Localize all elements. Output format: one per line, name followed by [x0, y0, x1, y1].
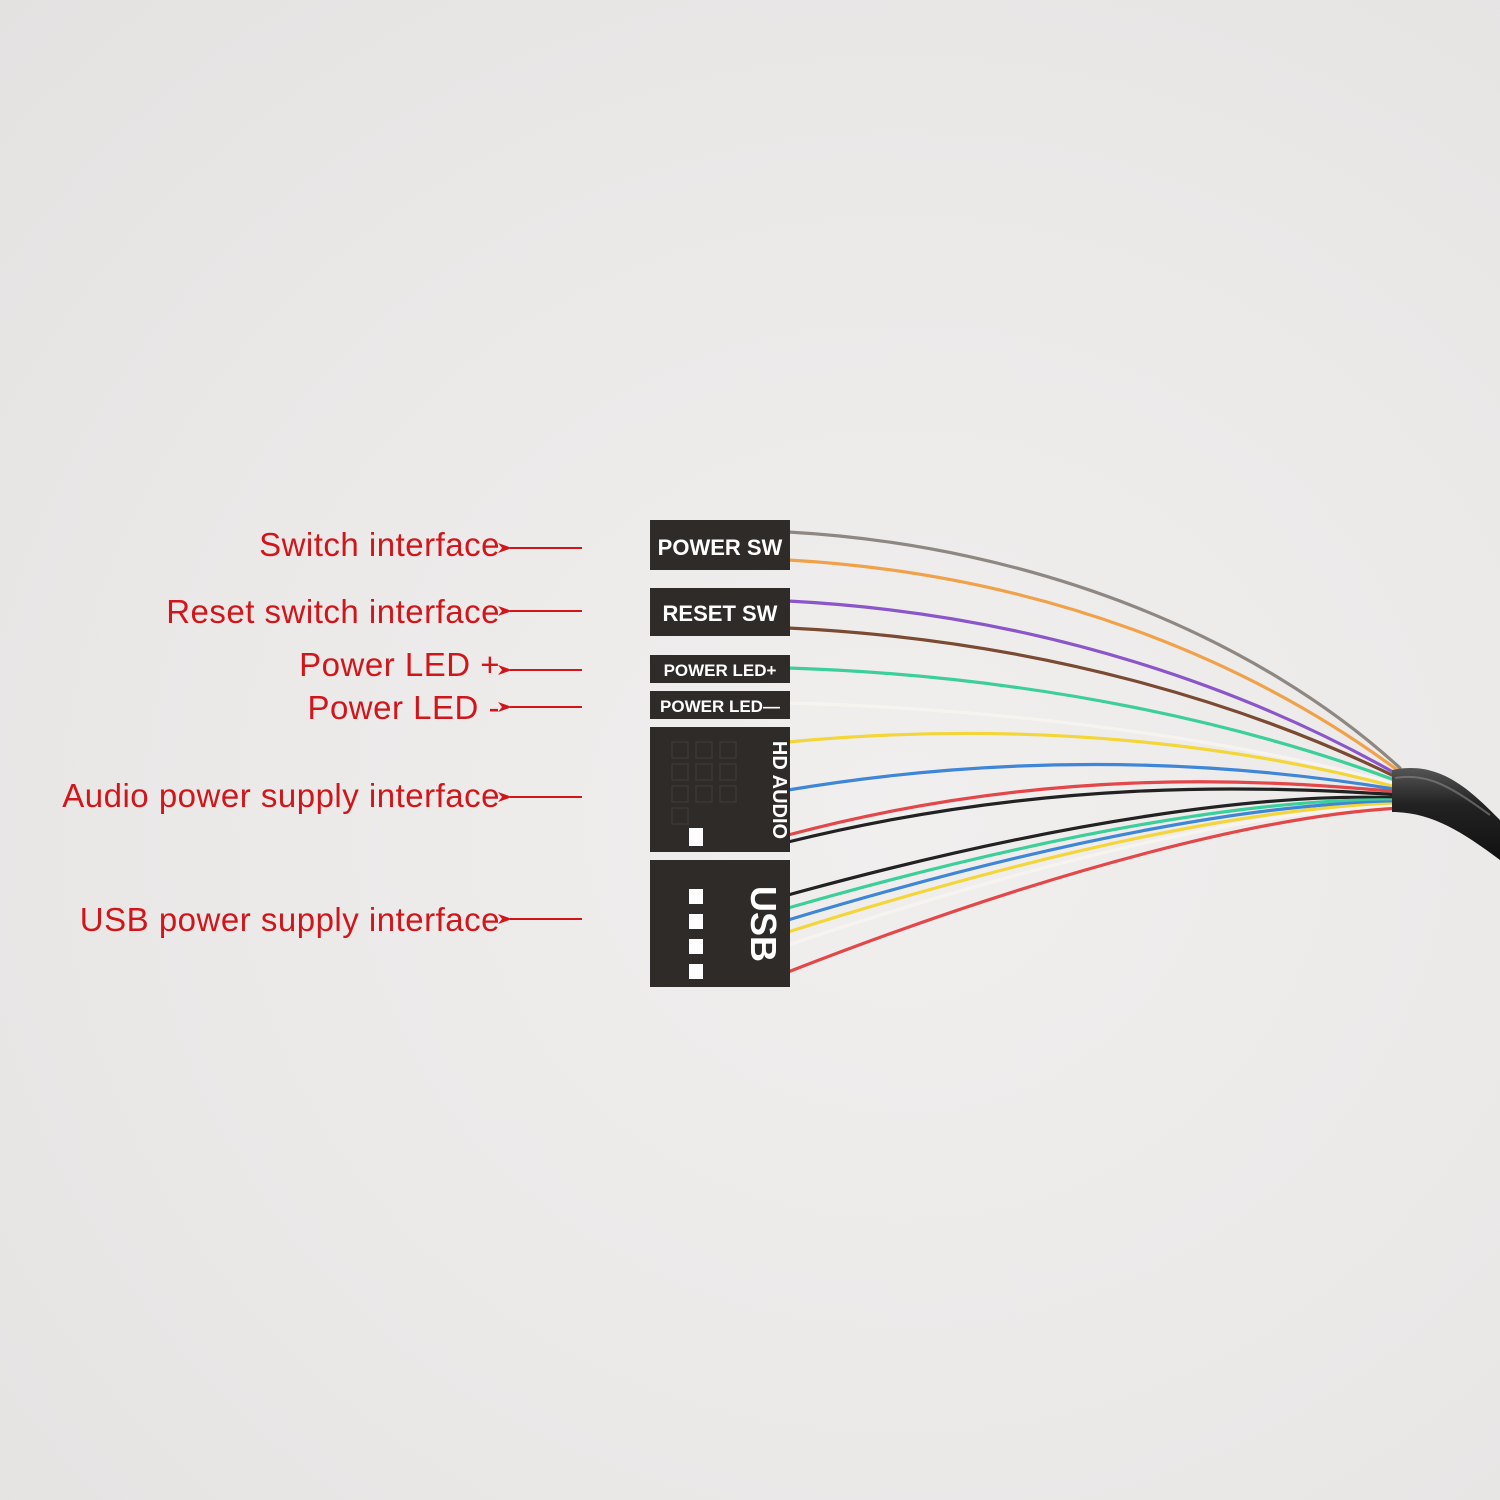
- label-text-usb: USB power supply interface: [80, 901, 500, 938]
- wire-yellow-usb: [786, 802, 1402, 934]
- label-text-hd-audio: Audio power supply interface: [62, 777, 500, 814]
- connector-usb: USB: [650, 860, 790, 987]
- wire-blue-audio: [786, 762, 1402, 792]
- label-reset-sw: Reset switch interface: [166, 593, 582, 630]
- wire-blue-usb: [786, 800, 1402, 922]
- connector-label-power-led-plus: POWER LED+: [664, 661, 777, 680]
- connector-label-power-led-minus: POWER LED—: [660, 697, 780, 716]
- connector-label-hd-audio: HD AUDIO: [768, 741, 790, 839]
- pin-key-icon: [689, 828, 703, 846]
- wire-black-usb: [786, 795, 1402, 897]
- label-usb: USB power supply interface: [80, 901, 582, 938]
- wire-white-usb: [786, 804, 1402, 947]
- label-hd-audio: Audio power supply interface: [62, 777, 582, 814]
- wire-orange: [786, 558, 1402, 774]
- wire-white-led: [786, 701, 1402, 787]
- wire-black-audio: [786, 787, 1402, 844]
- cable-sheath: [1392, 768, 1500, 860]
- label-power-led-plus: Power LED +: [299, 646, 582, 683]
- connector-label-power-sw: POWER SW: [658, 535, 783, 560]
- wire-green-usb: [786, 798, 1402, 910]
- label-text-reset-sw: Reset switch interface: [166, 593, 500, 630]
- connector-label-usb: USB: [743, 886, 784, 962]
- wire-purple: [786, 599, 1402, 778]
- wire-bundle: [786, 530, 1402, 974]
- label-text-power-led-minus: Power LED -: [307, 689, 500, 726]
- connector-power-led-minus: POWER LED—: [650, 691, 790, 719]
- connector-hd-audio: HD AUDIO: [650, 727, 790, 852]
- connector-reset-sw: RESET SW: [650, 588, 790, 636]
- wire-red-audio: [786, 780, 1402, 837]
- wire-red-usb: [786, 806, 1402, 974]
- connector-power-sw: POWER SW: [650, 520, 790, 570]
- wire-green-led: [786, 666, 1402, 784]
- usb-pin-icons: [689, 889, 703, 979]
- label-power-sw: Switch interface: [259, 526, 582, 563]
- label-power-led-minus: Power LED -: [307, 689, 582, 726]
- label-text-power-led-plus: Power LED +: [299, 646, 500, 683]
- wire-yellow-audio: [786, 731, 1402, 790]
- wire-gray: [786, 530, 1402, 770]
- connector-label-reset-sw: RESET SW: [663, 601, 778, 626]
- label-text-power-sw: Switch interface: [259, 526, 500, 563]
- wire-brown: [786, 626, 1402, 781]
- connector-power-led-plus: POWER LED+: [650, 655, 790, 683]
